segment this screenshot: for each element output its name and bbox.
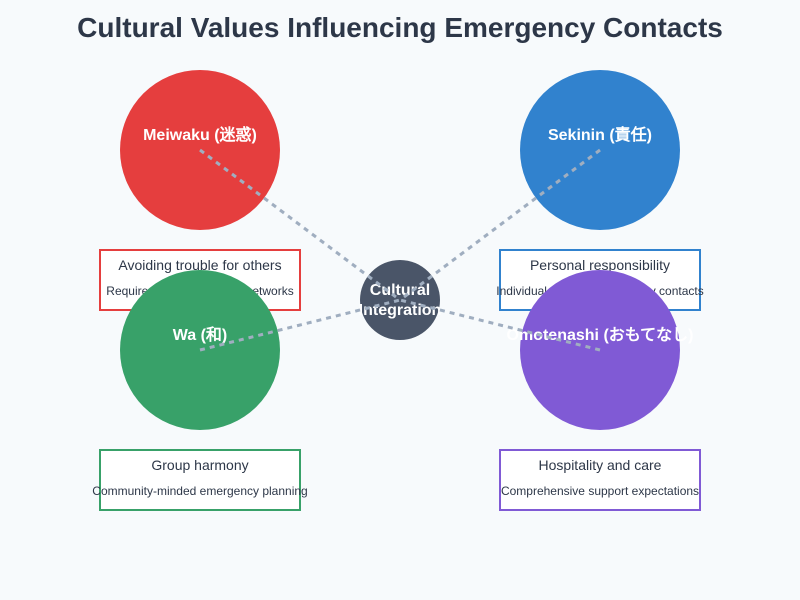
omotenashi-label: Omotenashi (おもてなし): [507, 326, 694, 344]
connector-wa: [199, 298, 401, 352]
omotenashi-box-desc: Comprehensive support expectations: [501, 484, 699, 498]
wa-box-desc: Community-minded emergency planning: [92, 484, 307, 498]
connector-meiwaku: [199, 148, 401, 302]
center-label-line2: Integration: [359, 302, 442, 319]
connectors: [199, 148, 601, 352]
wa-label: Wa (和): [173, 325, 228, 344]
wa-box-frame: [99, 449, 301, 511]
omotenashi-desc-box: Hospitality and care Comprehensive suppo…: [499, 449, 701, 511]
wa-desc-box: Group harmony Community-minded emergency…: [92, 449, 308, 511]
connector-omotenashi: [399, 298, 601, 352]
meiwaku-label: Meiwaku (迷惑): [143, 125, 257, 144]
omotenashi-box-frame: [499, 449, 701, 511]
center-label-line1: Cultural: [370, 282, 430, 299]
connector-sekinin: [399, 148, 601, 302]
center-node: [360, 260, 440, 340]
wa-box-title: Group harmony: [151, 457, 248, 473]
sekinin-label: Sekinin (責任): [548, 125, 652, 144]
omotenashi-box-title: Hospitality and care: [539, 457, 662, 473]
diagram-title: Cultural Values Influencing Emergency Co…: [77, 12, 723, 43]
sekinin-box-title: Personal responsibility: [530, 257, 670, 273]
meiwaku-box-title: Avoiding trouble for others: [118, 257, 281, 273]
